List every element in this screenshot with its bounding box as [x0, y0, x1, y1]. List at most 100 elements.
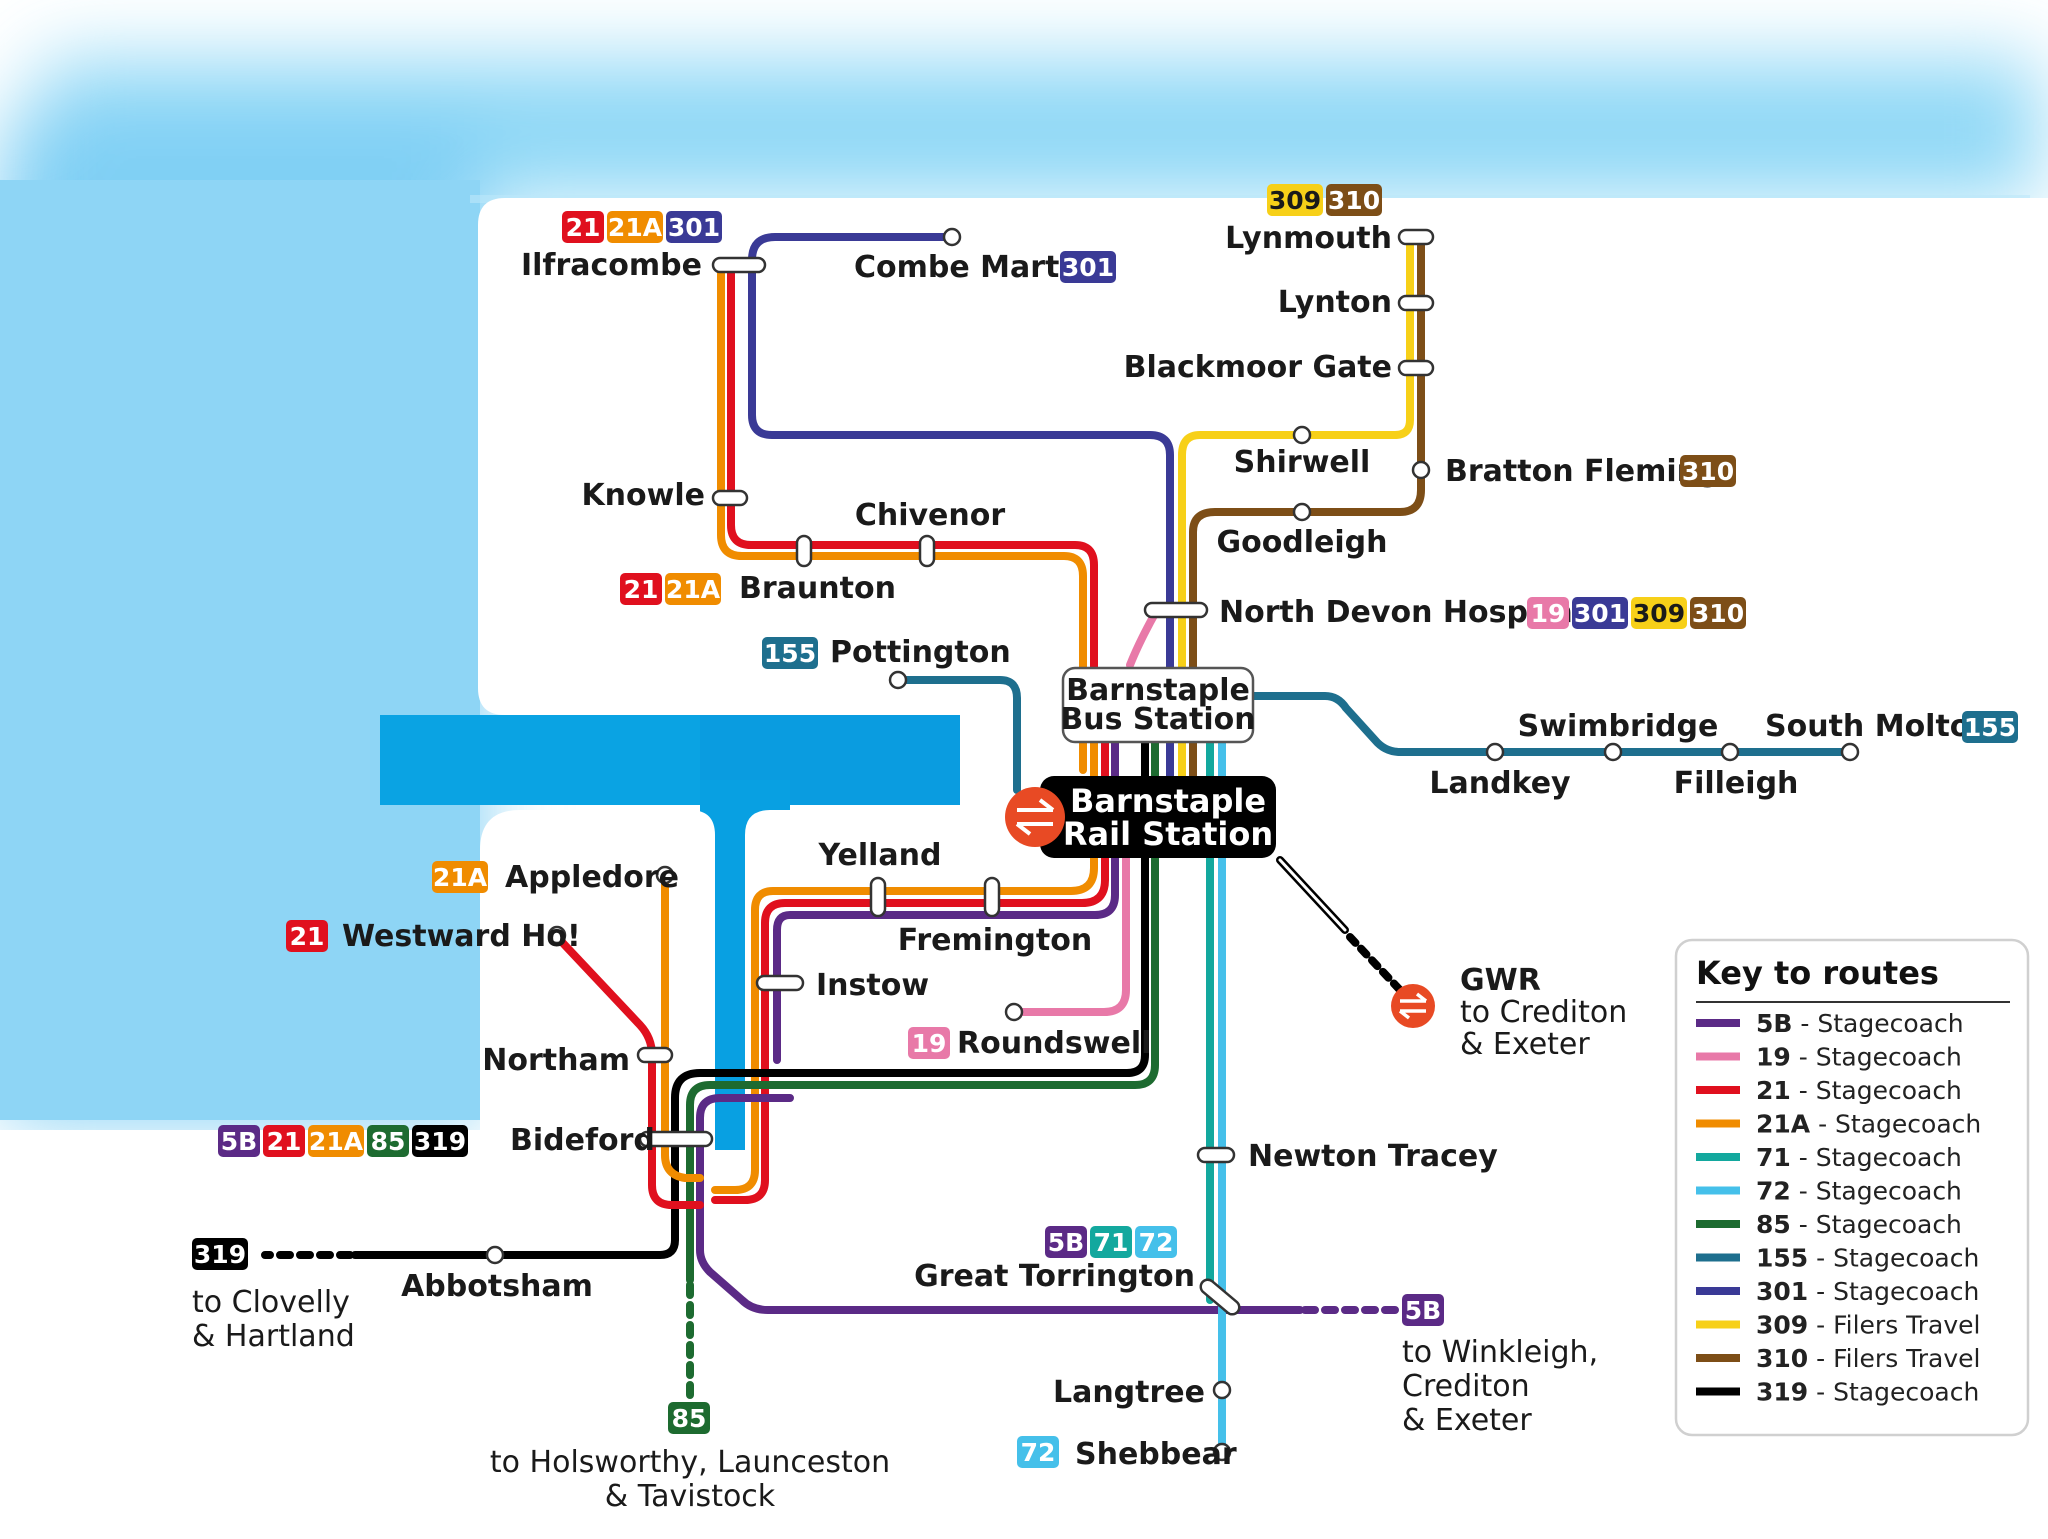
route-badge-310: 310: [1680, 455, 1736, 487]
route-badge-155: 155: [762, 637, 818, 669]
gwr-line-inner: [1278, 858, 1347, 932]
key-label: 21 - Stagecoach: [1756, 1076, 1962, 1105]
route-badge-label: 21: [290, 922, 325, 951]
route-badge-21: 21: [620, 573, 662, 605]
label-northam: Northam: [482, 1043, 630, 1078]
route-badge-label: 21A: [433, 863, 488, 892]
route-21A-appledore: [661, 876, 704, 1182]
stop-knowle[interactable]: [711, 489, 749, 507]
sea: [0, 60, 2040, 1160]
key-label: 5B - Stagecoach: [1756, 1009, 1964, 1038]
route-badge-19: 19: [908, 1027, 950, 1059]
label-westward-ho: Westward Ho!: [342, 919, 581, 954]
route-badge-309: 309: [1267, 184, 1323, 216]
key-item-21A: 21A - Stagecoach: [1696, 1110, 1981, 1139]
stop-fremington[interactable]: [983, 876, 1001, 918]
stop-lynmouth[interactable]: [1397, 228, 1435, 246]
stop-abbotsham[interactable]: [485, 1245, 505, 1265]
route-badge-label: 5B: [1048, 1228, 1084, 1257]
route-badge-label: 85: [371, 1127, 406, 1156]
stop-great-torrington[interactable]: [1198, 1277, 1242, 1317]
stop-shirwell[interactable]: [1292, 425, 1312, 445]
route-badge-71: 71: [1090, 1226, 1132, 1258]
stop-instow[interactable]: [755, 974, 805, 992]
route-badge-319: 319: [412, 1125, 468, 1157]
label-gwr: GWR: [1460, 963, 1541, 998]
stop-swimbridge[interactable]: [1603, 742, 1623, 762]
stop-lynton[interactable]: [1397, 294, 1435, 312]
route-badge-72: 72: [1017, 1436, 1059, 1468]
key-label: 309 - Filers Travel: [1756, 1311, 1981, 1340]
label-bideford: Bideford: [510, 1123, 655, 1158]
route-badge-72: 72: [1135, 1226, 1177, 1258]
stop-bideford[interactable]: [638, 1130, 714, 1148]
label-yelland: Yelland: [818, 838, 942, 873]
stop-goodleigh[interactable]: [1292, 502, 1312, 522]
stop-bratton[interactable]: [1411, 460, 1431, 480]
label-holsworthy-2: & Tavistock: [605, 1479, 776, 1514]
route-badge-21: 21: [562, 211, 604, 243]
route-319-line: [351, 736, 1149, 1259]
stop-northam[interactable]: [636, 1046, 674, 1064]
label-bratton-fleming: Bratton Fleming: [1445, 454, 1720, 489]
route-21-lower: [711, 736, 1109, 1204]
stop-landkey[interactable]: [1485, 742, 1505, 762]
key-item-319: 319 - Stagecoach: [1696, 1378, 1979, 1407]
label-ilfracombe: Ilfracombe: [521, 248, 702, 283]
key-item-85: 85 - Stagecoach: [1696, 1210, 1962, 1239]
stop-ilfracombe[interactable]: [711, 256, 767, 274]
label-holsworthy-1: to Holsworthy, Launceston: [490, 1445, 890, 1480]
label-swimbridge: Swimbridge: [1518, 709, 1719, 744]
stop-shebbear[interactable]: [1212, 1442, 1232, 1462]
key-item-5B: 5B - Stagecoach: [1696, 1009, 1964, 1038]
label-winkleigh-2: Crediton: [1402, 1369, 1530, 1404]
route-5B-trunk: [773, 736, 1119, 1064]
label-gwr-sub1: to Crediton: [1460, 995, 1627, 1030]
stop-hospital[interactable]: [1143, 601, 1209, 619]
route-badge-85: 85: [668, 1402, 710, 1434]
label-braunton: Braunton: [739, 571, 896, 606]
stop-pottington[interactable]: [888, 670, 908, 690]
barnstaple-rail-station[interactable]: Barnstaple Rail Station: [1005, 776, 1276, 858]
stop-filleigh[interactable]: [1720, 742, 1740, 762]
stop-yelland[interactable]: [869, 876, 887, 918]
stop-westward-ho[interactable]: [547, 925, 567, 945]
route-badge-label: 309: [1633, 599, 1685, 628]
route-badge-label: 21: [267, 1127, 302, 1156]
barnstaple-bus-station[interactable]: Barnstaple Bus Station: [1060, 666, 1256, 744]
route-badge-310: 310: [1326, 184, 1382, 216]
land: [0, 198, 2048, 1539]
stop-south-molton[interactable]: [1840, 742, 1860, 762]
label-shebbear: Shebbear: [1075, 1437, 1237, 1472]
key-label: 319 - Stagecoach: [1756, 1378, 1979, 1407]
rail-station-label-2: Rail Station: [1063, 815, 1273, 853]
label-abbotsham: Abbotsham: [401, 1269, 593, 1304]
stop-appledore[interactable]: [655, 865, 675, 885]
bus-station-label-2: Bus Station: [1060, 702, 1255, 737]
route-badge-label: 155: [1964, 713, 2016, 742]
label-chivenor: Chivenor: [855, 498, 1006, 533]
route-badge-155: 155: [1962, 711, 2018, 743]
route-21-westward: [556, 936, 704, 1209]
route-badge-21A: 21A: [607, 211, 663, 243]
stops: [485, 227, 1860, 1462]
route-badge-5B: 5B: [1402, 1294, 1444, 1326]
label-lynton: Lynton: [1278, 285, 1392, 320]
stop-chivenor[interactable]: [918, 534, 936, 568]
label-great-torrington: Great Torrington: [914, 1259, 1195, 1294]
stop-roundswell[interactable]: [1004, 1002, 1024, 1022]
key-item-19: 19 - Stagecoach: [1696, 1043, 1962, 1072]
gwr-rail-icon: [1391, 984, 1435, 1028]
label-north-devon-hospital: North Devon Hospital: [1219, 595, 1583, 630]
stop-langtree[interactable]: [1212, 1380, 1232, 1400]
stop-newton-tracey[interactable]: [1196, 1146, 1236, 1164]
stop-blackmoor[interactable]: [1397, 359, 1435, 377]
key-item-155: 155 - Stagecoach: [1696, 1244, 1979, 1273]
route-badge-label: 319: [194, 1240, 246, 1269]
stop-braunton[interactable]: [795, 534, 813, 568]
stop-combe-martin[interactable]: [942, 227, 962, 247]
route-badge-label: 319: [414, 1127, 466, 1156]
key-label: 71 - Stagecoach: [1756, 1143, 1962, 1172]
route-badge-label: 310: [1682, 457, 1734, 486]
